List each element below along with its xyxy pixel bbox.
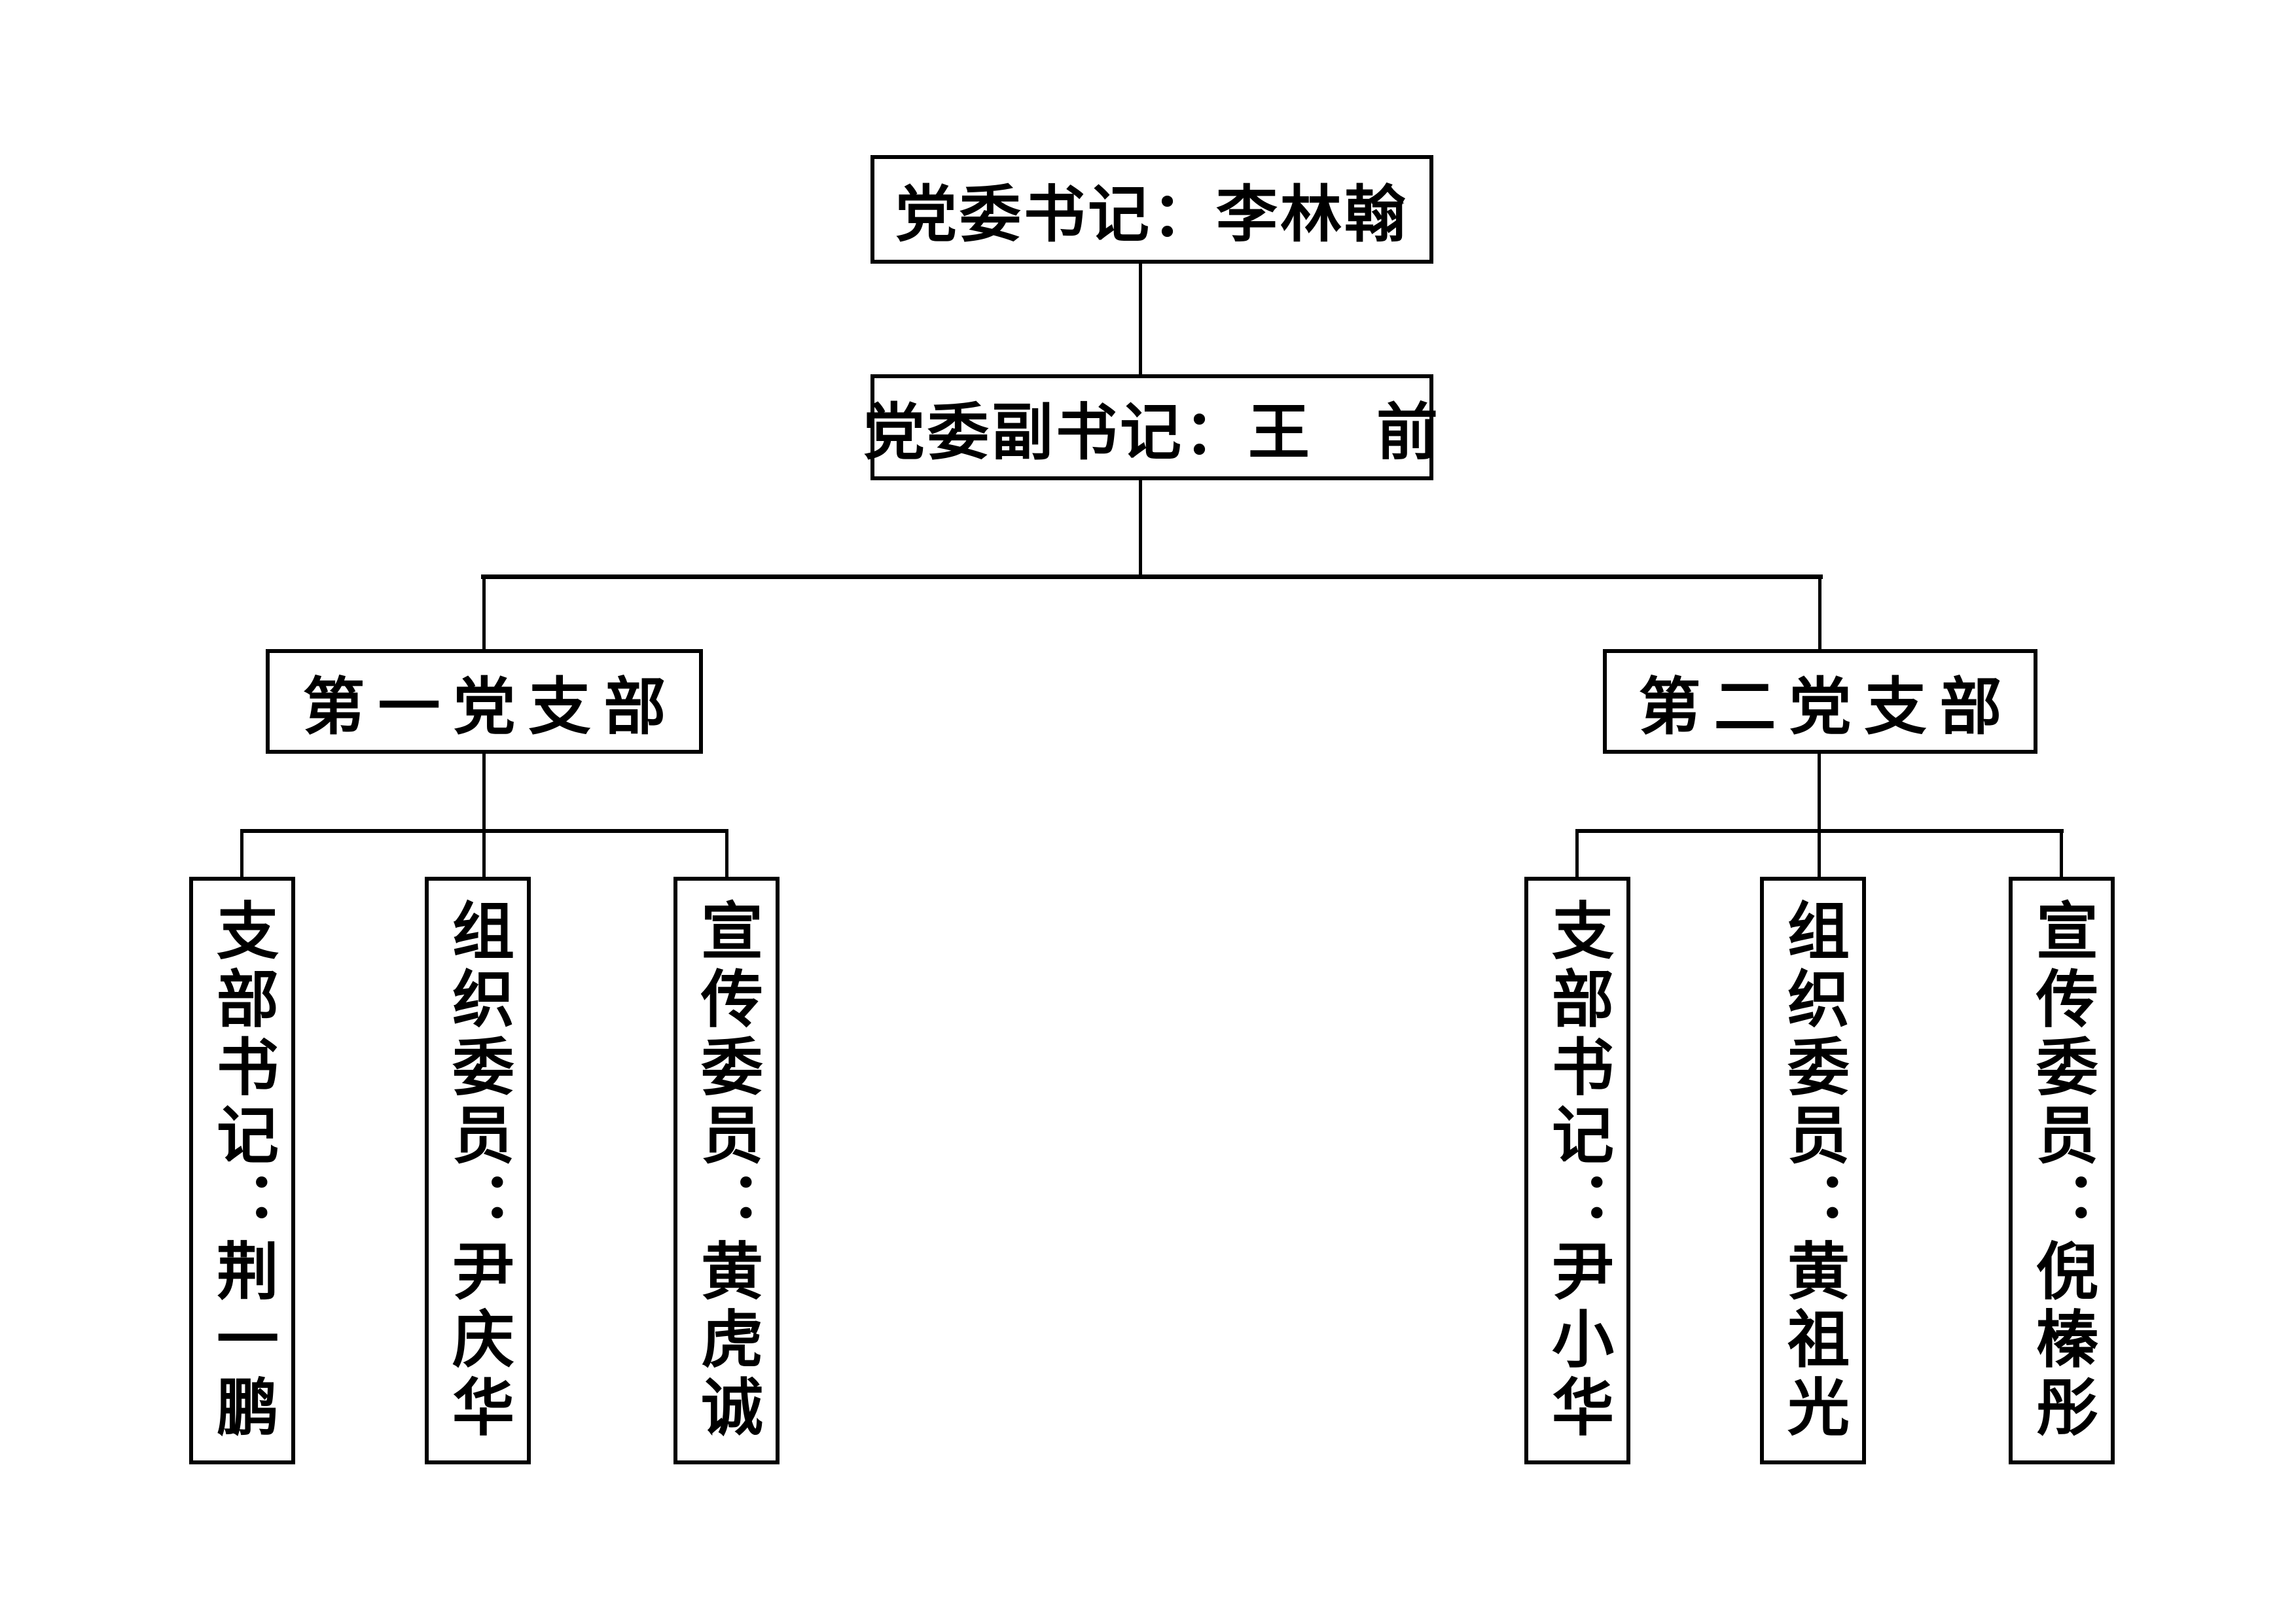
connector-branch-2-member-1 — [1575, 833, 1579, 877]
connector-branch-1-member-3 — [725, 833, 728, 877]
connector-branch-2-rail — [1818, 754, 1821, 829]
connector-rail-branch-1 — [482, 574, 486, 649]
node-branch-1-publicity-member-label: 宣传委员：黄虎诚 — [691, 898, 762, 1443]
connector-branch-2-member-2 — [1818, 833, 1821, 877]
node-branch-1-organization-member-label: 组织委员：尹庆华 — [442, 898, 514, 1443]
connector-branch-1-member-2 — [482, 833, 486, 877]
node-branch-2-organization-member: 组织委员：黄祖光 — [1760, 877, 1866, 1464]
node-deputy-secretary: 党委副书记：王 前 — [863, 374, 1438, 480]
node-branch-2-organization-member-label: 组织委员：黄祖光 — [1777, 898, 1849, 1443]
node-branch-1-secretary-label: 支部书记：荆一鹏 — [206, 898, 278, 1443]
node-branch-2-label: 第二党支部 — [1638, 671, 2015, 743]
connector-rail-branch-2 — [1818, 574, 1821, 649]
connector-deputy-rail — [1139, 480, 1142, 577]
node-branch-2-publicity-member: 宣传委员：倪榛彤 — [2009, 877, 2115, 1464]
node-party-secretary: 党委书记：李林翰 — [870, 155, 1433, 264]
node-branch-1: 第一党支部 — [266, 649, 703, 754]
node-deputy-secretary-label: 党委副书记：王 前 — [863, 397, 1441, 468]
node-branch-2: 第二党支部 — [1603, 649, 2037, 754]
rail-branch-1-members — [240, 829, 728, 833]
connector-branch-2-member-3 — [2060, 833, 2063, 877]
connector-secretary-deputy — [1139, 264, 1142, 374]
node-branch-2-publicity-member-label: 宣传委员：倪榛彤 — [2026, 898, 2098, 1443]
node-branch-2-secretary: 支部书记：尹小华 — [1524, 877, 1630, 1464]
node-branch-1-label: 第一党支部 — [302, 671, 679, 743]
rail-branches — [481, 574, 1823, 579]
node-branch-1-secretary: 支部书记：荆一鹏 — [189, 877, 295, 1464]
rail-branch-2-members — [1575, 829, 2064, 833]
node-branch-2-secretary-label: 支部书记：尹小华 — [1541, 898, 1613, 1443]
connector-branch-1-member-1 — [240, 833, 243, 877]
connector-branch-1-rail — [482, 754, 486, 829]
node-branch-1-organization-member: 组织委员：尹庆华 — [425, 877, 531, 1464]
node-branch-1-publicity-member: 宣传委员：黄虎诚 — [673, 877, 780, 1464]
node-party-secretary-label: 党委书记：李林翰 — [895, 179, 1408, 251]
